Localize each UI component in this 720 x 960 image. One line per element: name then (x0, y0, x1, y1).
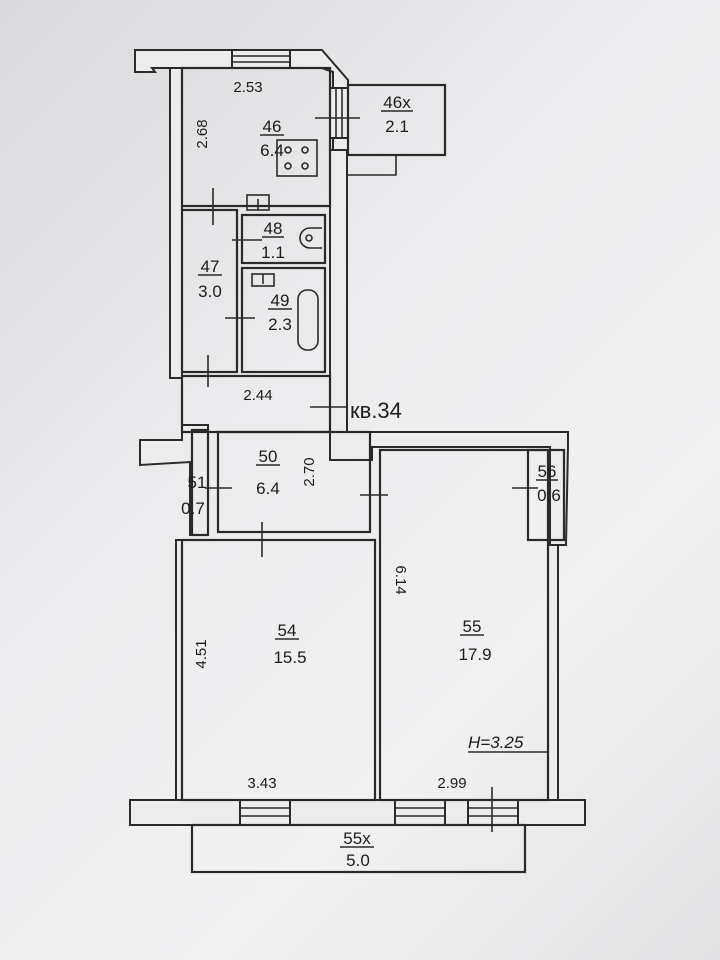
room-area: 6.4 (260, 141, 284, 160)
room-number: 48 (264, 219, 283, 238)
room-number: 55х (343, 829, 371, 848)
room-number: 50 (259, 447, 278, 466)
kitchen-length-dimension: 2.68 (194, 119, 211, 148)
room-46x-label: 46х 2.1 (381, 93, 413, 136)
room-area: 5.0 (346, 851, 370, 870)
room-number: 46х (383, 93, 411, 112)
room-number: 56 (538, 462, 557, 481)
door-marks (205, 117, 538, 832)
room-46-label: 46 6.4 (260, 117, 284, 160)
room-55-label: 55 17.9 (458, 617, 491, 664)
windows (231, 49, 519, 826)
room-area: 6.4 (256, 479, 280, 498)
room-48-label: 48 1.1 (261, 219, 285, 262)
room-area: 0.7 (181, 499, 205, 518)
room55-width-dimension: 2.99 (437, 775, 466, 792)
room-number: 49 (271, 291, 290, 310)
room-area: 15.5 (273, 648, 306, 667)
apartment-label: кв.34 (350, 398, 402, 423)
room-area: 2.1 (385, 117, 409, 136)
stove-icon (276, 139, 318, 177)
hall-length-dimension: 2.70 (301, 457, 318, 486)
exterior-walls (129, 49, 586, 826)
room-number: 55 (463, 617, 482, 636)
room-area: 0.6 (537, 486, 561, 505)
room-49-label: 49 2.3 (268, 291, 292, 334)
room-51-label: 51 0.7 (181, 473, 206, 518)
room-area: 1.1 (261, 243, 285, 262)
room-number: 46 (263, 117, 282, 136)
room-number: 54 (278, 621, 297, 640)
room55-length-dimension: 6.14 (392, 565, 409, 594)
room-number: 47 (201, 257, 220, 276)
toilet-icon (299, 227, 322, 249)
rooms (180, 66, 566, 874)
room-47-label: 47 3.0 (198, 257, 222, 301)
room-area: 3.0 (198, 282, 222, 301)
room-area: 17.9 (458, 645, 491, 664)
room-56-label: 56 0.6 (536, 462, 561, 505)
room-50-label: 50 6.4 (256, 447, 280, 498)
kitchen-width-dimension: 2.53 (233, 79, 262, 96)
room-54-label: 54 15.5 (273, 621, 306, 667)
room54-width-dimension: 3.43 (247, 775, 276, 792)
bathtub-icon (297, 289, 319, 351)
ceiling-height-label: H=3.25 (468, 733, 524, 752)
room-area: 2.3 (268, 315, 292, 334)
room54-length-dimension: 4.51 (193, 639, 210, 668)
room-number: 51 (188, 473, 207, 492)
radiator-icons (246, 194, 275, 287)
hall-width-dimension: 2.44 (243, 387, 272, 404)
room-55x-label: 55х 5.0 (340, 829, 374, 870)
